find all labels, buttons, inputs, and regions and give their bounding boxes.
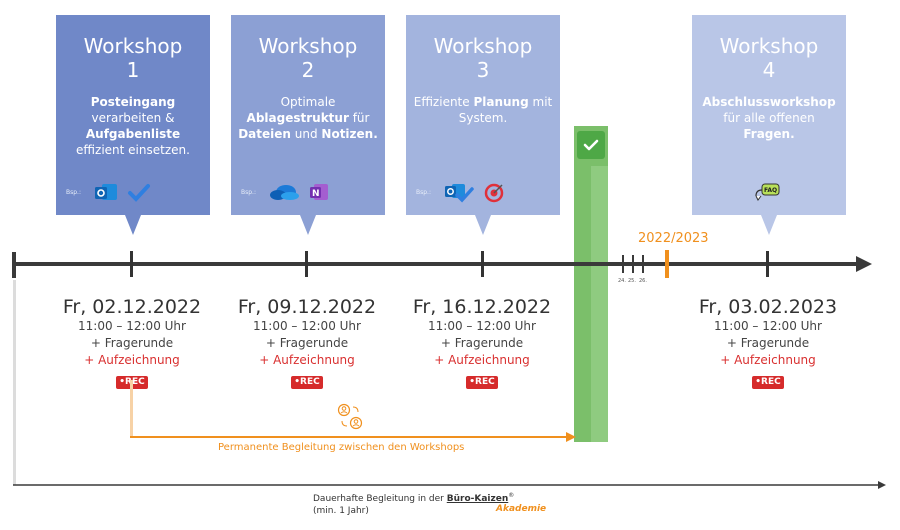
qa-label: + Fragerunde [726,336,810,350]
example-label: Bsp.: [416,188,431,196]
card-pointer [125,215,141,235]
brand-academy: Akademie [496,504,547,514]
workshop-title: Workshop [719,34,819,58]
svg-text:N: N [312,189,320,199]
time-label: 11:00 – 12:00 Uhr [428,319,536,333]
recording-label: + Aufzeichnung [84,353,180,367]
workshop-card-1: Workshop 1 Posteingang verarbeiten & Auf… [56,15,210,235]
example-label: Bsp.: [241,188,256,196]
card-pointer [475,215,491,235]
qa-label: + Fragerunde [265,336,349,350]
workshop-card-3: Workshop 3 Effiziente Planung mit System… [406,15,560,235]
outlook-todo-icon [444,184,474,203]
longterm-start-line [13,280,16,485]
workshop-card-4: Workshop 4 Abschlussworkshop für alle of… [692,15,846,235]
support-label: Permanente Begleitung zwischen den Works… [218,442,465,453]
workshop-date-2: Fr, 09.12.2022 11:00 – 12:00 Uhr + Frage… [207,296,407,389]
year-change-label: 2022/2023 [638,231,709,246]
qa-label: + Fragerunde [90,336,174,350]
date-label: Fr, 02.12.2022 [62,296,202,318]
workshop-description: Posteingang verarbeiten & Aufgabenliste … [76,95,190,157]
recording-label: + Aufzeichnung [434,353,530,367]
rec-badge: •REC [466,376,498,389]
rec-badge: •REC [291,376,323,389]
workshop-title: Workshop [258,34,358,58]
time-label: 11:00 – 12:00 Uhr [78,319,186,333]
workshop-title: Workshop [83,34,183,58]
workshop-description: Effiziente Planung mit System. [413,95,553,125]
holiday-tick [642,255,644,273]
workshop-card-2: Workshop 2 Optimale Ablagestruktur für D… [231,15,385,235]
holiday-day-label: 25. [628,278,636,284]
holiday-break-bar [574,126,608,442]
faq-icon: FAQ [755,183,780,201]
longterm-duration: (min. 1 Jahr) [313,506,369,516]
workshop-number: 1 [126,58,140,82]
check-badge [577,131,605,159]
timeline-tick-ws3 [481,251,484,277]
workshop-title: Workshop [433,34,533,58]
time-label: 11:00 – 12:00 Uhr [714,319,822,333]
target-icon [484,183,504,203]
faq-label: FAQ [764,187,777,194]
timeline-axis [12,252,872,278]
date-label: Fr, 09.12.2022 [237,296,377,318]
year-change-tick [665,250,669,278]
workshop-description: Abschlussworkshop für alle offenen Frage… [702,95,836,141]
workshop-date-1: Fr, 02.12.2022 11:00 – 12:00 Uhr + Frage… [32,296,232,389]
recording-label: + Aufzeichnung [259,353,355,367]
holiday-day-label: 26. [639,278,647,284]
check-icon [583,139,599,151]
brand-name: Büro-Kaizen [446,494,509,504]
support-start-line [130,380,133,438]
workshop-number: 4 [762,58,776,82]
card-pointer [761,215,777,235]
example-icons: FAQ [754,181,782,203]
date-label: Fr, 03.02.2023 [698,296,838,318]
qa-label: + Fragerunde [440,336,524,350]
time-label: 11:00 – 12:00 Uhr [253,319,361,333]
support-persons-icon [337,403,363,430]
workshop-number: 2 [301,58,315,82]
onedrive-icon [269,185,299,200]
holiday-day-label: 24. [618,278,626,284]
holiday-tick [622,255,624,273]
date-label: Fr, 16.12.2022 [412,296,552,318]
timeline-tick-ws1 [130,251,133,277]
timeline-tick-ws4 [766,251,769,277]
todo-icon [127,184,150,202]
example-icons: Bsp.: [66,181,151,203]
recording-label: + Aufzeichnung [720,353,816,367]
example-icons: Bsp.: [416,181,505,203]
holiday-tick [632,255,634,273]
card-pointer [300,215,316,235]
example-label: Bsp.: [66,188,81,196]
timeline-tick-ws2 [305,251,308,277]
rec-badge: •REC [752,376,784,389]
outlook-icon [94,184,117,200]
workshop-date-4: Fr, 03.02.2023 11:00 – 12:00 Uhr + Frage… [668,296,868,389]
workshop-description: Optimale Ablagestruktur für Dateien und … [238,95,378,141]
onenote-icon: N [309,184,328,200]
support-arrow [130,432,576,442]
workshop-number: 3 [476,58,490,82]
longterm-label: Dauerhafte Begleitung in der Büro-Kaizen… [313,492,515,504]
workshop-date-3: Fr, 16.12.2022 11:00 – 12:00 Uhr + Frage… [382,296,582,389]
longterm-axis [13,481,886,489]
example-icons: Bsp.: N [241,181,330,203]
